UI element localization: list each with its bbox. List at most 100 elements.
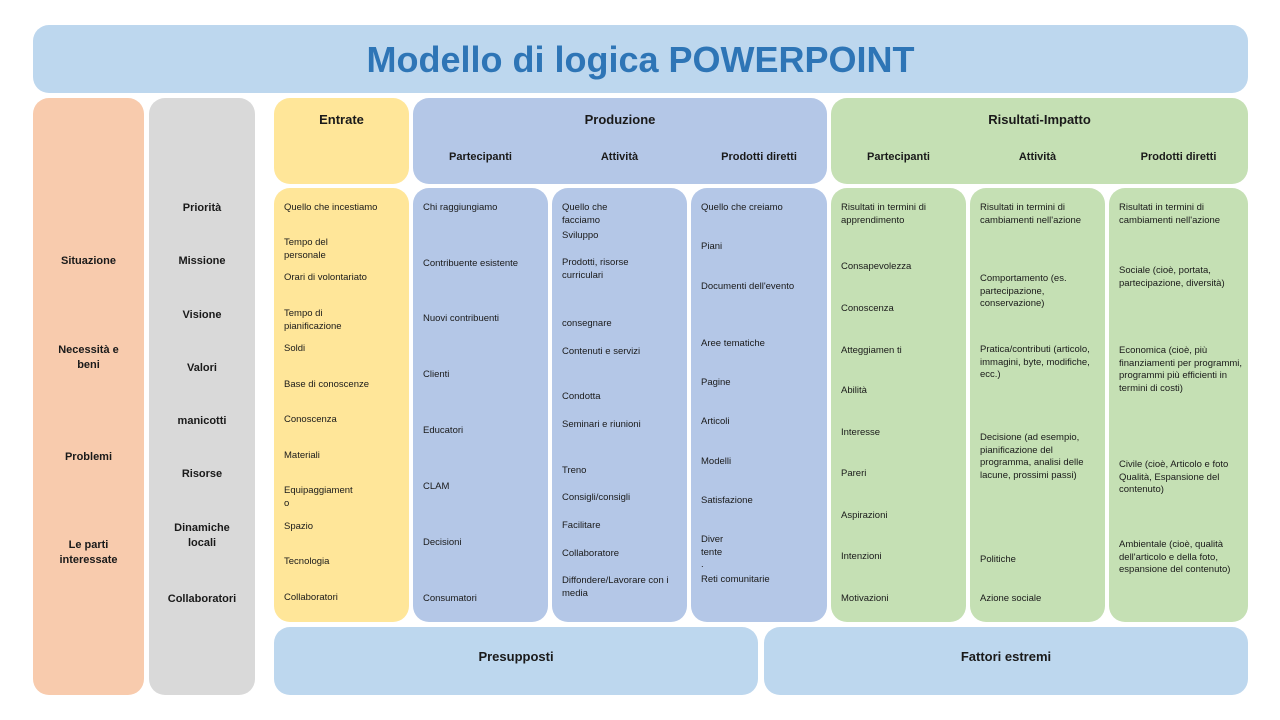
presupposti-label: Presupposti (478, 649, 554, 664)
priorita-item: Collaboratori (167, 593, 237, 605)
list-item: Piani (701, 241, 723, 252)
list-item: Conoscenza (284, 414, 337, 425)
situazione-item: Situazione (60, 255, 116, 267)
produzione-header: Produzione Partecipanti Attività Prodott… (413, 98, 827, 184)
risultati-header: Risultati-Impatto Partecipanti Attività … (831, 98, 1248, 184)
situazione-column: Situazione Necessità e beni Problemi Le … (33, 98, 144, 695)
priorita-item: Valori (187, 362, 217, 374)
list-item: Quello che creiamo (701, 202, 783, 213)
list-item: Modelli (701, 456, 732, 467)
priorita-column: Priorità Missione Visione Valori manicot… (149, 98, 255, 695)
list-item: Interesse (841, 427, 881, 438)
list-item: Tempo di pianificazione (284, 308, 342, 332)
list-item: Collaboratore (562, 548, 620, 559)
list-item: Materiali (284, 450, 320, 461)
list-item: Risultati in termini di cambiamenti nell… (1119, 202, 1221, 226)
list-item: Quello che incestiamo (284, 202, 378, 213)
title-bar: Modello di logica POWERPOINT (33, 25, 1248, 93)
list-item: Aspirazioni (841, 510, 888, 521)
list-item: Abilità (841, 385, 867, 396)
priorita-item: Risorse (181, 468, 223, 480)
produzione-title: Produzione (584, 112, 656, 127)
list-item: Politiche (980, 554, 1016, 565)
list-item: Comportamento (es. partecipazione, conse… (980, 273, 1067, 309)
page-title: Modello di logica POWERPOINT (366, 39, 915, 80)
produzione-sub-attivita: Attività (600, 151, 639, 163)
list-item: Pratica/contributi (articolo, immagini, … (980, 344, 1090, 380)
priorita-item: Dinamiche locali (174, 522, 230, 549)
list-item: Diffondere/Lavorare con i media (562, 575, 669, 599)
list-item: Condotta (562, 391, 601, 402)
list-item: Orari di volontariato (284, 272, 367, 283)
list-item: Consapevolezza (841, 261, 912, 272)
list-item: Equipaggiament o (284, 485, 353, 509)
list-item: Treno (562, 465, 587, 476)
list-item: Aree tematiche (701, 338, 765, 349)
list-item: Educatori (423, 425, 464, 436)
list-item: Sviluppo (562, 230, 599, 241)
list-item: Articoli (701, 416, 730, 427)
risultati-title: Risultati-Impatto (988, 112, 1091, 127)
list-item: Intenzioni (841, 551, 882, 562)
priorita-item: manicotti (177, 415, 227, 427)
list-item: Seminari e riunioni (562, 419, 641, 430)
list-item: Atteggiamen ti (841, 345, 902, 356)
list-item: Reti comunitarie (701, 574, 770, 585)
list-item: Nuovi contribuenti (423, 313, 500, 324)
list-item: Decisioni (423, 537, 462, 548)
list-item: Risultati in termini di cambiamenti nell… (980, 202, 1082, 226)
situazione-item: Necessità e beni (58, 344, 119, 371)
list-item: Pareri (841, 468, 867, 479)
list-item: Contribuente esistente (423, 258, 519, 269)
priorita-item: Missione (178, 255, 226, 267)
list-item: Quello che facciamo (562, 202, 608, 226)
list-item: Decisione (ad esempio, pianificazione de… (980, 432, 1084, 481)
risultati-sub-partecipanti: Partecipanti (867, 151, 930, 163)
produzione-sub-partecipanti: Partecipanti (449, 151, 512, 163)
risultati-sub-attivita: Attività (1018, 151, 1057, 163)
list-item: Economica (cioè, più finanziamenti per p… (1119, 345, 1243, 394)
fattori-label: Fattori estremi (960, 649, 1052, 664)
list-item: Civile (cioè, Articolo e foto Qualità, E… (1119, 459, 1229, 495)
produzione-attivita-list: Quello che facciamo Sviluppo Prodotti, r… (552, 188, 687, 622)
entrate-title: Entrate (319, 112, 364, 127)
produzione-sub-prodotti: Prodotti diretti (721, 151, 797, 163)
risultati-prodotti-list: Risultati in termini di cambiamenti nell… (1109, 188, 1248, 622)
list-item: Motivazioni (841, 593, 889, 604)
list-item: consegnare (562, 318, 612, 329)
list-item: Pagine (701, 377, 731, 388)
list-item: Facilitare (562, 520, 601, 531)
list-item: Prodotti, risorse curriculari (562, 257, 629, 281)
priorita-item: Priorità (182, 202, 222, 214)
risultati-sub-prodotti: Prodotti diretti (1140, 151, 1217, 163)
entrate-header: Entrate (274, 98, 409, 184)
entrate-list: Quello che incestiamo Tempo del personal… (274, 188, 409, 622)
situazione-item: Problemi (64, 451, 113, 463)
list-item: Clienti (423, 369, 450, 380)
risultati-partecipanti-list: Risultati in termini di apprendimento Co… (831, 188, 966, 622)
list-item: Risultati in termini di apprendimento (841, 202, 926, 226)
list-item: Azione sociale (980, 593, 1042, 604)
list-item: Satisfazione (701, 495, 753, 506)
presupposti-box: Presupposti (274, 627, 758, 695)
risultati-attivita-list: Risultati in termini di cambiamenti nell… (970, 188, 1105, 622)
list-item: Documenti dell'evento (701, 281, 795, 292)
list-item: Consumatori (423, 593, 477, 604)
priorita-item: Visione (182, 309, 222, 321)
produzione-partecipanti-list: Chi raggiungiamo Contribuente esistente … (413, 188, 548, 622)
situazione-item: Le parti interessate (59, 539, 118, 566)
list-item: Spazio (284, 521, 314, 532)
list-item: Contenuti e servizi (562, 346, 641, 357)
list-item: Consigli/consigli (562, 492, 631, 503)
list-item: Diver tente . (701, 534, 724, 570)
list-item: Tecnologia (284, 556, 330, 567)
fattori-box: Fattori estremi (764, 627, 1248, 695)
list-item: Soldi (284, 343, 306, 354)
list-item: Conoscenza (841, 303, 894, 314)
list-item: Tempo del personale (284, 237, 328, 261)
produzione-prodotti-list: Quello che creiamo Piani Documenti dell'… (691, 188, 827, 622)
list-item: Collaboratori (284, 592, 338, 603)
list-item: CLAM (423, 481, 450, 492)
list-item: Base di conoscenze (284, 379, 370, 390)
list-item: Ambientale (cioè, qualità dell'articolo … (1119, 539, 1231, 575)
